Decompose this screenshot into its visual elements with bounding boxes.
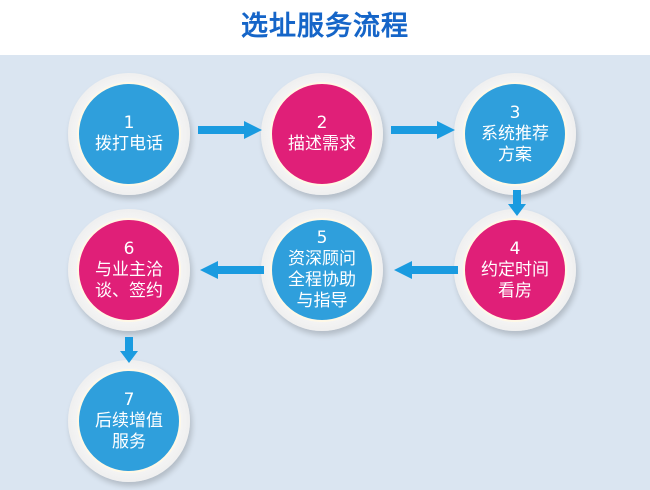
page-title: 选址服务流程 <box>241 11 409 42</box>
step-number: 4 <box>509 238 521 259</box>
arrow-left-icon <box>394 261 458 279</box>
step-number: 7 <box>123 389 135 410</box>
step-label: 与业主洽 <box>95 259 163 280</box>
step-label: 描述需求 <box>288 134 356 154</box>
step-number: 1 <box>123 113 135 133</box>
arrow-left-icon <box>200 261 264 279</box>
step-label: 服务 <box>112 431 146 452</box>
step-number: 3 <box>509 102 521 123</box>
step-number: 2 <box>316 113 328 133</box>
step-number: 6 <box>123 238 135 259</box>
arrow-down-icon <box>508 190 526 216</box>
step-label: 资深顾问 <box>288 249 356 269</box>
step-label: 后续增值 <box>95 410 163 431</box>
arrow-right-icon <box>198 121 262 139</box>
step-label: 系统推荐 <box>481 123 549 144</box>
arrow-right-icon <box>391 121 455 139</box>
step-label: 约定时间 <box>481 259 549 280</box>
step-label: 谈、签约 <box>95 280 163 301</box>
step-number: 5 <box>316 228 328 248</box>
step-label: 拨打电话 <box>95 134 163 154</box>
arrow-down-icon <box>120 337 138 363</box>
step-label: 方案 <box>498 144 532 165</box>
step-label: 与指导 <box>296 291 348 311</box>
step-label: 看房 <box>498 280 532 301</box>
step-label: 全程协助 <box>288 270 356 290</box>
